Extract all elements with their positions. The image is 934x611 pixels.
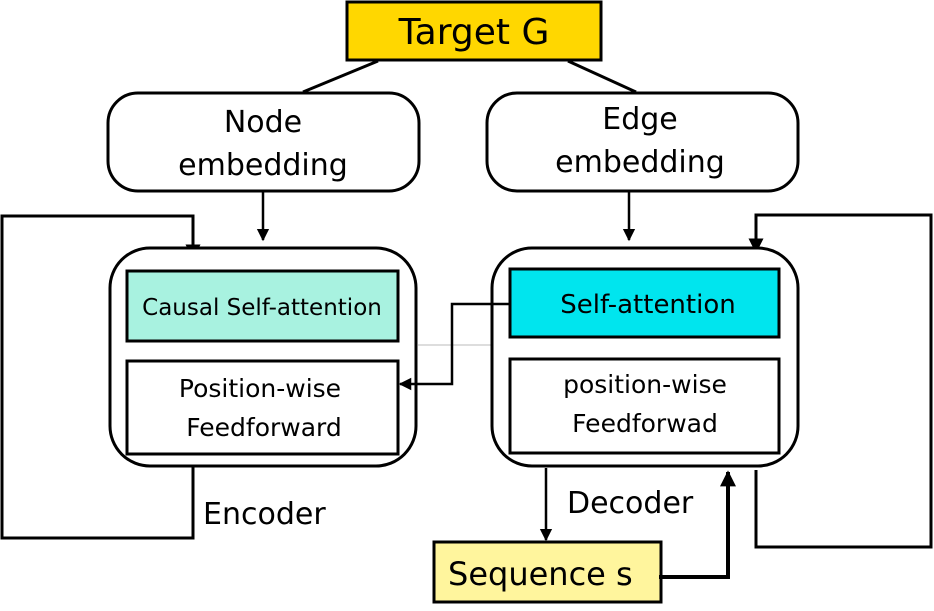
sequence-label: Sequence s — [448, 555, 633, 593]
decoder-ffn-box — [508, 357, 781, 455]
node-embedding-line1: Node — [224, 105, 302, 140]
encoder-ffn-line1: Position-wise — [179, 374, 341, 403]
node-embedding: Node embedding — [106, 91, 421, 193]
encoder-block: Causal Self-attention Position-wise Feed… — [108, 246, 418, 468]
decoder-ffn-line1: position-wise — [563, 370, 727, 399]
decoder-block: Self-attention position-wise Feedforwad — [490, 246, 800, 468]
causal-self-attention-box — [125, 269, 400, 343]
encoder-loop-arrow — [0, 214, 201, 540]
node-embedding-line2: embedding — [178, 148, 348, 183]
decoder-ffn-line2: Feedforwad — [572, 409, 718, 438]
target-to-node-connector — [302, 59, 379, 94]
sequence-to-decoder-arrow — [659, 470, 736, 579]
encoder-ffn-box — [125, 359, 400, 456]
cross-attention-arrow — [398, 302, 510, 391]
target-node: Target G — [345, 0, 603, 62]
edge-embedding-line1: Edge — [602, 102, 678, 137]
target-label: Target G — [398, 12, 550, 53]
causal-self-attention-label: Causal Self-attention — [142, 295, 382, 321]
target-to-edge-connector — [567, 59, 637, 94]
encoder-label: Encoder — [203, 497, 326, 532]
node-embedding-box — [106, 91, 421, 193]
target-box — [345, 0, 603, 62]
decoder-loop-arrow — [748, 213, 933, 549]
self-attention-label: Self-attention — [560, 290, 735, 320]
edge-embedding-box — [485, 91, 800, 193]
edge-embedding-line2: embedding — [555, 145, 725, 180]
sequence-node: Sequence s — [432, 540, 663, 604]
edge-embedding: Edge embedding — [485, 91, 800, 193]
decoder-label: Decoder — [567, 486, 694, 521]
self-attention-box — [508, 267, 781, 339]
sequence-box — [432, 540, 663, 604]
encoder-ffn-line2: Feedforward — [186, 413, 342, 442]
